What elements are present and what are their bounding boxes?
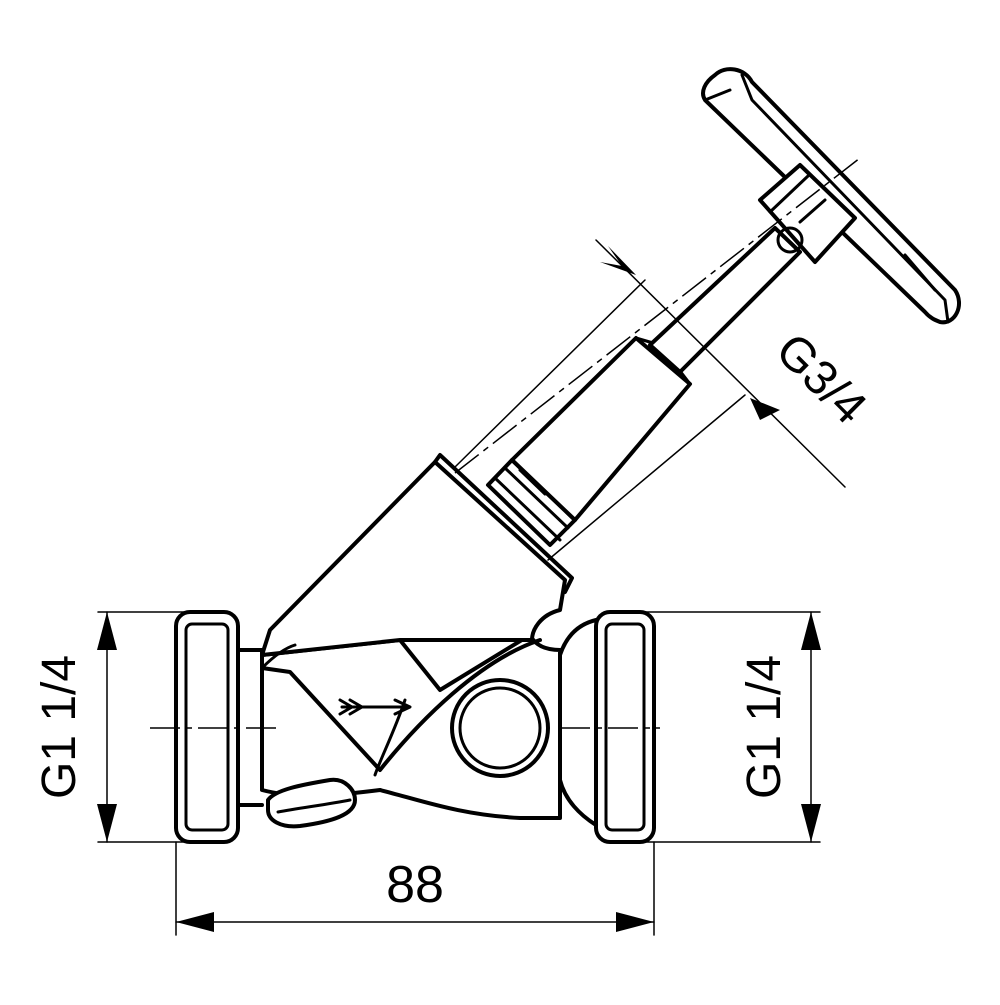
left-thread-label: G1 1/4 xyxy=(33,655,86,799)
center-lines xyxy=(150,157,861,729)
dimension-left-thread xyxy=(97,611,187,843)
right-thread-label: G1 1/4 xyxy=(738,655,791,799)
dimension-width xyxy=(175,841,655,936)
width-label: 88 xyxy=(386,856,444,914)
spindle xyxy=(648,226,802,374)
valve-body xyxy=(260,633,562,829)
handwheel xyxy=(701,67,961,325)
stem-thread-label: G3/4 xyxy=(765,324,876,435)
right-flange xyxy=(558,610,656,844)
bonnet xyxy=(260,453,574,670)
dimension-stem-thread xyxy=(454,239,846,561)
dimension-right-thread xyxy=(643,611,821,843)
left-flange xyxy=(174,610,264,844)
